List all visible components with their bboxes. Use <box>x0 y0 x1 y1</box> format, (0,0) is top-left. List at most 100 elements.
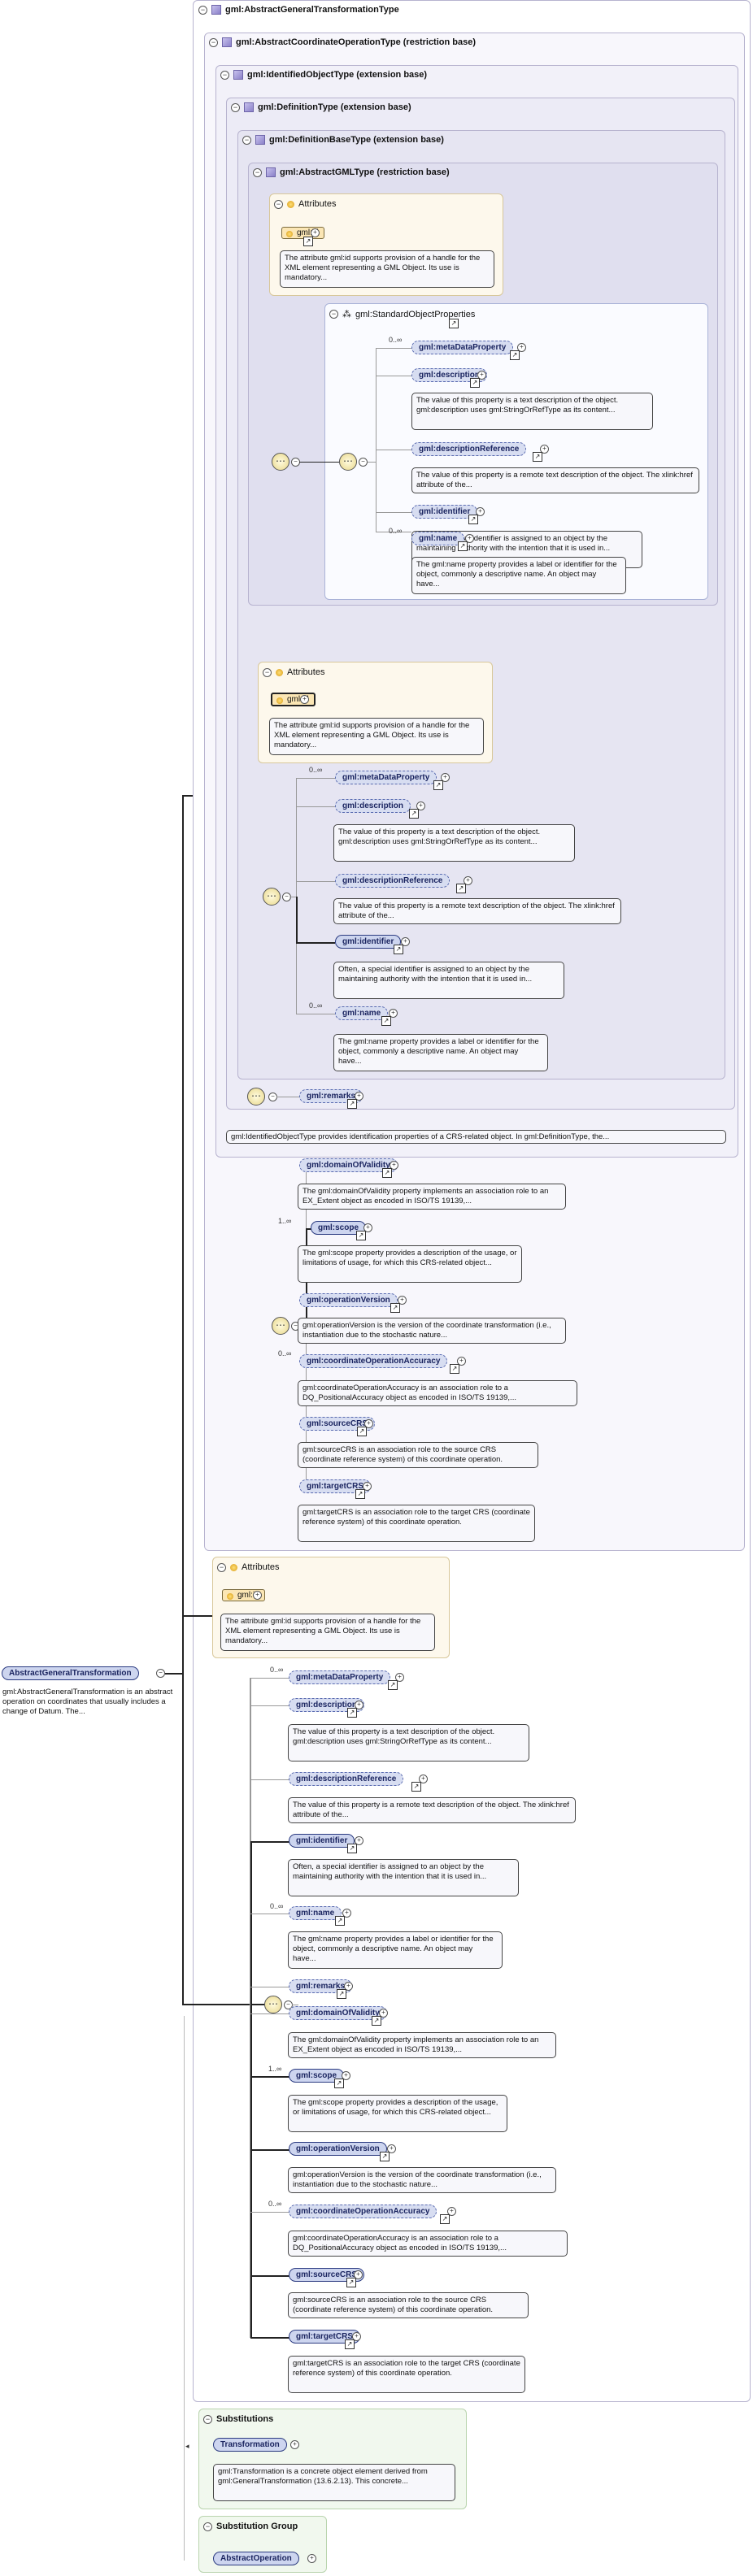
element-description[interactable]: gml:description <box>411 368 488 382</box>
type-header-definition-base[interactable]: − gml:DefinitionBaseType (extension base… <box>242 135 444 145</box>
element-description[interactable]: gml:description <box>289 1698 365 1712</box>
expand-icon[interactable]: + <box>355 1092 363 1101</box>
link-arrow-icon[interactable]: ↗ <box>347 1708 357 1718</box>
link-arrow-icon[interactable]: ↗ <box>335 1916 345 1926</box>
expand-icon[interactable]: + <box>390 1161 398 1170</box>
substitution-transformation[interactable]: Transformation <box>213 2438 287 2452</box>
element-name[interactable]: gml:name <box>289 1906 342 1920</box>
link-arrow-icon[interactable]: ↗ <box>345 2339 355 2349</box>
expand-icon[interactable]: + <box>419 1775 428 1783</box>
element-remarks[interactable]: gml:remarks <box>289 1979 353 1993</box>
type-header-root[interactable]: − gml:AbstractGeneralTransformationType <box>198 5 399 15</box>
link-arrow-icon[interactable]: ↗ <box>355 1489 365 1499</box>
type-header-coord-op[interactable]: − gml:AbstractCoordinateOperationType (r… <box>209 37 476 47</box>
expand-icon[interactable]: + <box>363 1223 372 1232</box>
expand-icon[interactable]: + <box>352 2332 361 2341</box>
link-arrow-icon[interactable]: ↗ <box>411 1782 421 1792</box>
link-arrow-icon[interactable]: ↗ <box>449 319 459 328</box>
expand-icon[interactable]: + <box>300 695 309 704</box>
element-domainofvalidity[interactable]: gml:domainOfValidity <box>299 1158 398 1172</box>
expand-icon[interactable]: + <box>395 1673 404 1682</box>
expand-icon[interactable]: + <box>307 2554 316 2563</box>
expand-icon[interactable]: + <box>354 2270 363 2279</box>
link-arrow-icon[interactable]: ↗ <box>380 2152 390 2161</box>
expand-icon[interactable]: + <box>363 1482 372 1491</box>
link-arrow-icon[interactable]: ↗ <box>440 2214 450 2224</box>
expand-icon[interactable]: + <box>401 937 410 946</box>
element-operationversion[interactable]: gml:operationVersion <box>289 2142 387 2156</box>
collapse-toggle[interactable]: − <box>220 70 229 80</box>
substitutions-header[interactable]: − Substitutions <box>203 2414 273 2424</box>
link-arrow-icon[interactable]: ↗ <box>458 541 468 551</box>
link-arrow-icon[interactable]: ↗ <box>388 1680 398 1690</box>
link-arrow-icon[interactable]: ↗ <box>450 1364 459 1374</box>
link-arrow-icon[interactable]: ↗ <box>381 1016 391 1026</box>
element-identifier[interactable]: gml:identifier <box>335 935 402 949</box>
expand-icon[interactable]: + <box>540 445 549 454</box>
element-descriptionreference[interactable]: gml:descriptionReference <box>289 1772 404 1786</box>
collapse-toggle[interactable]: − <box>209 37 218 47</box>
collapse-toggle[interactable]: − <box>253 167 262 177</box>
collapse-toggle[interactable]: − <box>198 5 207 15</box>
expand-icon[interactable]: + <box>457 1357 466 1366</box>
element-domainofvalidity[interactable]: gml:domainOfValidity <box>289 2006 387 2020</box>
expand-icon[interactable]: + <box>342 2071 350 2080</box>
link-arrow-icon[interactable]: ↗ <box>357 1427 367 1436</box>
substitution-group-header[interactable]: − Substitution Group <box>203 2522 298 2531</box>
link-arrow-icon[interactable]: ↗ <box>510 350 520 360</box>
link-arrow-icon[interactable]: ↗ <box>346 2278 356 2287</box>
link-arrow-icon[interactable]: ↗ <box>372 2016 381 2026</box>
type-header-abstract-gml[interactable]: − gml:AbstractGMLType (restriction base) <box>253 167 450 177</box>
collapse-icon[interactable]: − <box>359 458 368 467</box>
expand-icon[interactable]: + <box>253 1591 262 1600</box>
expand-icon[interactable]: + <box>464 876 472 885</box>
expand-icon[interactable]: + <box>389 1009 398 1018</box>
element-description[interactable]: gml:description <box>335 799 411 813</box>
expand-icon[interactable]: + <box>379 2009 388 2018</box>
link-arrow-icon[interactable]: ↗ <box>390 1303 400 1313</box>
expand-icon[interactable]: + <box>342 1909 351 1918</box>
expand-icon[interactable]: + <box>387 2144 396 2153</box>
link-arrow-icon[interactable]: ↗ <box>394 945 403 954</box>
attributes-header[interactable]: − Attributes <box>217 1562 279 1572</box>
element-descriptionreference[interactable]: gml:descriptionReference <box>335 874 450 888</box>
collapse-toggle[interactable]: − <box>231 102 240 112</box>
collapse-toggle[interactable]: − <box>329 310 338 319</box>
collapse-toggle[interactable]: − <box>203 2522 212 2531</box>
expand-icon[interactable]: + <box>447 2207 456 2216</box>
element-descriptionreference[interactable]: gml:descriptionReference <box>411 442 527 456</box>
expand-icon[interactable]: + <box>517 343 526 352</box>
expand-icon[interactable]: + <box>441 773 450 782</box>
link-arrow-icon[interactable]: ↗ <box>347 1099 357 1109</box>
expand-icon[interactable]: + <box>416 801 425 810</box>
attributes-header[interactable]: − Attributes <box>263 667 324 677</box>
element-coordinateoperationaccuracy[interactable]: gml:coordinateOperationAccuracy <box>289 2205 437 2218</box>
link-arrow-icon[interactable]: ↗ <box>456 884 466 893</box>
element-name[interactable]: gml:name <box>335 1006 389 1020</box>
expand-icon[interactable]: + <box>364 1419 373 1428</box>
expand-icon[interactable]: + <box>465 534 474 543</box>
element-sourcecrs[interactable]: gml:sourceCRS <box>299 1417 376 1431</box>
expand-icon[interactable]: + <box>355 1836 363 1845</box>
element-operationversion[interactable]: gml:operationVersion <box>299 1293 398 1307</box>
element-metadataproperty[interactable]: gml:metaDataProperty <box>289 1670 391 1684</box>
element-identifier[interactable]: gml:identifier <box>411 505 478 519</box>
element-metadataproperty[interactable]: gml:metaDataProperty <box>335 771 437 784</box>
collapse-toggle[interactable]: − <box>203 2414 212 2424</box>
link-arrow-icon[interactable]: ↗ <box>303 237 313 246</box>
group-header[interactable]: − ⁂ gml:StandardObjectProperties <box>329 309 475 319</box>
attributes-header[interactable]: − Attributes <box>274 199 336 209</box>
element-coordinateoperationaccuracy[interactable]: gml:coordinateOperationAccuracy <box>299 1354 448 1368</box>
link-arrow-icon[interactable]: ↗ <box>337 1989 346 1999</box>
type-header-identified[interactable]: − gml:IdentifiedObjectType (extension ba… <box>220 70 427 80</box>
collapse-toggle[interactable]: − <box>263 667 272 677</box>
element-identifier[interactable]: gml:identifier <box>289 1834 355 1848</box>
element-sourcecrs[interactable]: gml:sourceCRS <box>289 2268 365 2282</box>
expand-icon[interactable]: + <box>344 1982 353 1991</box>
collapse-toggle[interactable]: − <box>217 1562 226 1572</box>
expand-icon[interactable]: + <box>355 1701 363 1709</box>
collapse-icon[interactable]: − <box>156 1669 165 1678</box>
collapse-toggle[interactable]: − <box>242 135 251 145</box>
element-name[interactable]: gml:name <box>411 532 465 545</box>
substitution-group-abstractoperation[interactable]: AbstractOperation <box>213 2552 299 2565</box>
